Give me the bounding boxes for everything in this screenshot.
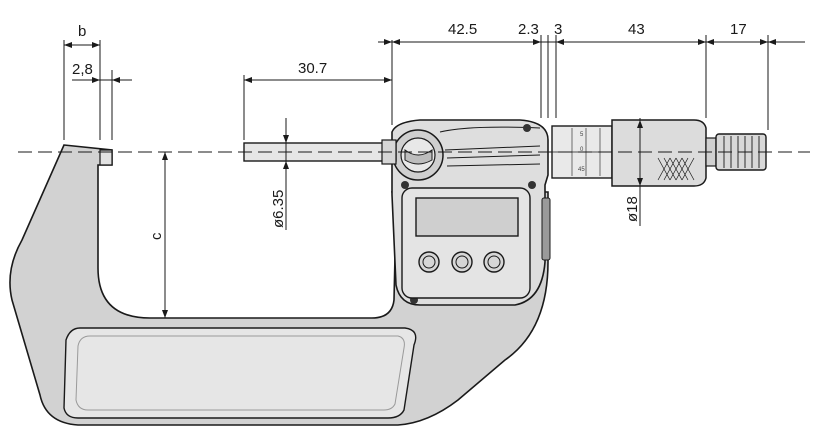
- insulation-pad-bevel: [75, 335, 405, 411]
- thimble-knurl: [657, 157, 695, 181]
- clamp-lever: [404, 148, 433, 165]
- button-left-inner: [422, 255, 436, 269]
- dimension-label-spindle-length: 30.7: [298, 60, 327, 77]
- dimension-label-thimble-length: 43: [628, 21, 645, 38]
- button-right-inner: [487, 255, 501, 269]
- dimension-label-gap-2: 3: [554, 21, 562, 38]
- dimension-label-gap-1: 2.3: [518, 21, 539, 38]
- sleeve-scale-label: 0: [580, 147, 584, 153]
- side-grip: [541, 197, 551, 261]
- screw-icon: [528, 181, 536, 189]
- insulation-pad: [63, 327, 417, 419]
- sleeve-scale-label: 45: [578, 167, 585, 173]
- button-center-inner: [455, 255, 469, 269]
- anvil: [99, 149, 113, 166]
- lcd-screen: [415, 197, 519, 237]
- head-rib-4: [446, 163, 541, 167]
- dimension-label-thimble-diameter: ø18: [624, 196, 641, 222]
- dimension-label-throat-depth: c: [148, 232, 165, 240]
- dimension-label-spindle-diameter: ø6.35: [270, 190, 287, 228]
- dimension-label-ratchet-length: 17: [730, 21, 747, 38]
- screw-icon: [523, 124, 531, 132]
- screw-icon: [401, 181, 409, 189]
- dimension-arrows: [64, 39, 776, 318]
- button-left[interactable]: [418, 251, 440, 273]
- dimension-label-head-length: 42.5: [448, 21, 477, 38]
- button-center[interactable]: [451, 251, 473, 273]
- sleeve-scale-label: 5: [580, 132, 584, 138]
- head-rib-2: [444, 145, 541, 151]
- button-right[interactable]: [483, 251, 505, 273]
- dimension-label-b-offset: 2,8: [72, 61, 93, 78]
- dimension-label-b: b: [78, 23, 86, 40]
- head-rib-3: [446, 154, 541, 159]
